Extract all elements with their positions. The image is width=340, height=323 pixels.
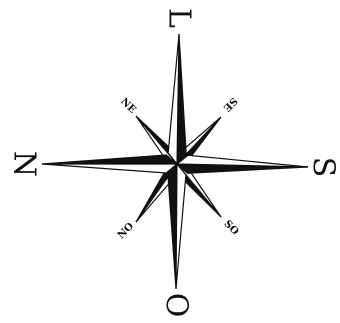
label-northeast: NE — [118, 96, 138, 116]
label-west: O — [159, 293, 194, 318]
ray-east-light-half — [168, 34, 179, 164]
label-southwest: SO — [221, 218, 240, 237]
ray-north-light-half — [42, 164, 177, 173]
label-north: N — [7, 151, 42, 177]
ray-north-dark-half — [42, 155, 177, 164]
label-south: S — [306, 157, 340, 178]
ray-west-light-half — [176, 164, 186, 289]
label-east: L — [162, 8, 197, 28]
compass-rose — [42, 34, 308, 289]
label-northwest: NO — [116, 221, 137, 242]
label-southeast: SE — [221, 95, 240, 114]
